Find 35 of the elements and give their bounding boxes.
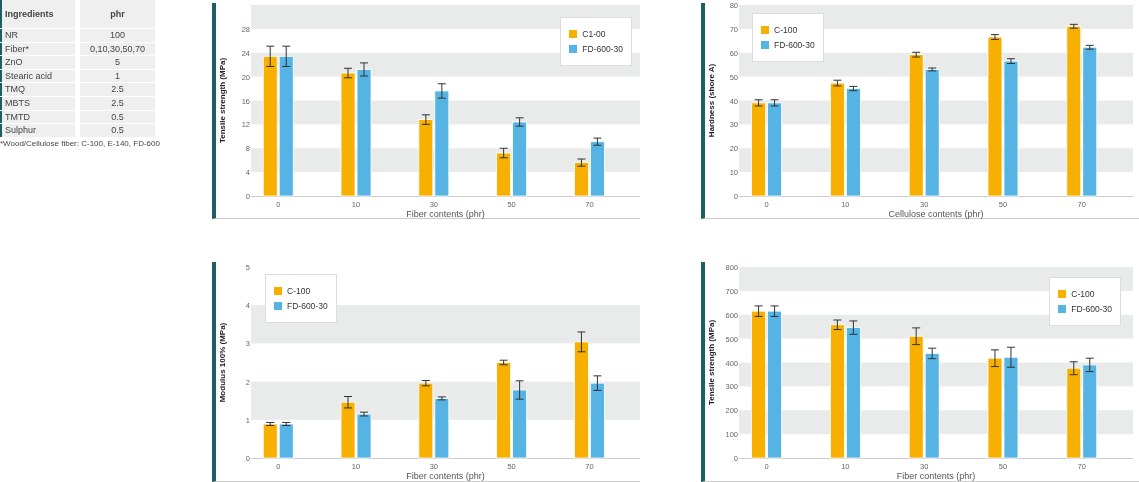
table-cell: 0,10,30,50,70 xyxy=(80,42,155,56)
x-axis-title: Fiber contents (phr) xyxy=(895,471,977,481)
table-cell: 100 xyxy=(80,29,155,42)
table-cell: 2.5 xyxy=(80,97,155,110)
x-axis-title: Fiber contents (phr) xyxy=(405,209,486,219)
table-header-cell: phr xyxy=(80,0,155,28)
table-cell: Sulphur xyxy=(0,124,75,137)
legend-label: FD-600-30 xyxy=(1071,304,1112,314)
table-cell: TMQ xyxy=(0,83,75,96)
legend-label: FD-600-30 xyxy=(582,44,623,54)
legend-label: C-100 xyxy=(287,286,311,296)
table-cell: 2.5 xyxy=(80,83,155,96)
x-axis-title: Cellulose contents (phr) xyxy=(887,209,985,219)
y-axis-title: Tensile strength (MPa) xyxy=(217,56,227,145)
y-axis-title: Modulus 100% (MPa) xyxy=(217,321,227,404)
table-cell: 0.5 xyxy=(80,124,155,137)
table-cell: TMTD xyxy=(0,110,75,124)
table-cell: NR xyxy=(0,29,75,42)
table-cell: 0.5 xyxy=(80,110,155,124)
legend-label: C-100 xyxy=(1071,289,1095,299)
table-header-cell: Ingredients xyxy=(0,0,75,28)
legend-label: FD-600-30 xyxy=(774,40,815,50)
legend-label: FD-600-30 xyxy=(287,301,328,311)
table-cell: MBTS xyxy=(0,97,75,110)
table-cell: 5 xyxy=(80,56,155,69)
legend-label: C-100 xyxy=(774,25,798,35)
table-cell: 1 xyxy=(80,69,155,83)
table-cell: ZnO xyxy=(0,56,75,69)
y-axis-title: Tensile strength (MPa) xyxy=(706,318,716,407)
x-axis-title: Fiber contents (phr) xyxy=(405,471,486,481)
legend-label: C1-00 xyxy=(582,29,606,39)
footnote: *Wood/Cellulose fiber: C-100, E-140, FD-600 xyxy=(0,138,160,148)
table-cell: Stearic acid xyxy=(0,69,75,83)
table-cell: Fiber* xyxy=(0,42,75,56)
y-axis-title: Hardness (shore A) xyxy=(706,62,716,139)
